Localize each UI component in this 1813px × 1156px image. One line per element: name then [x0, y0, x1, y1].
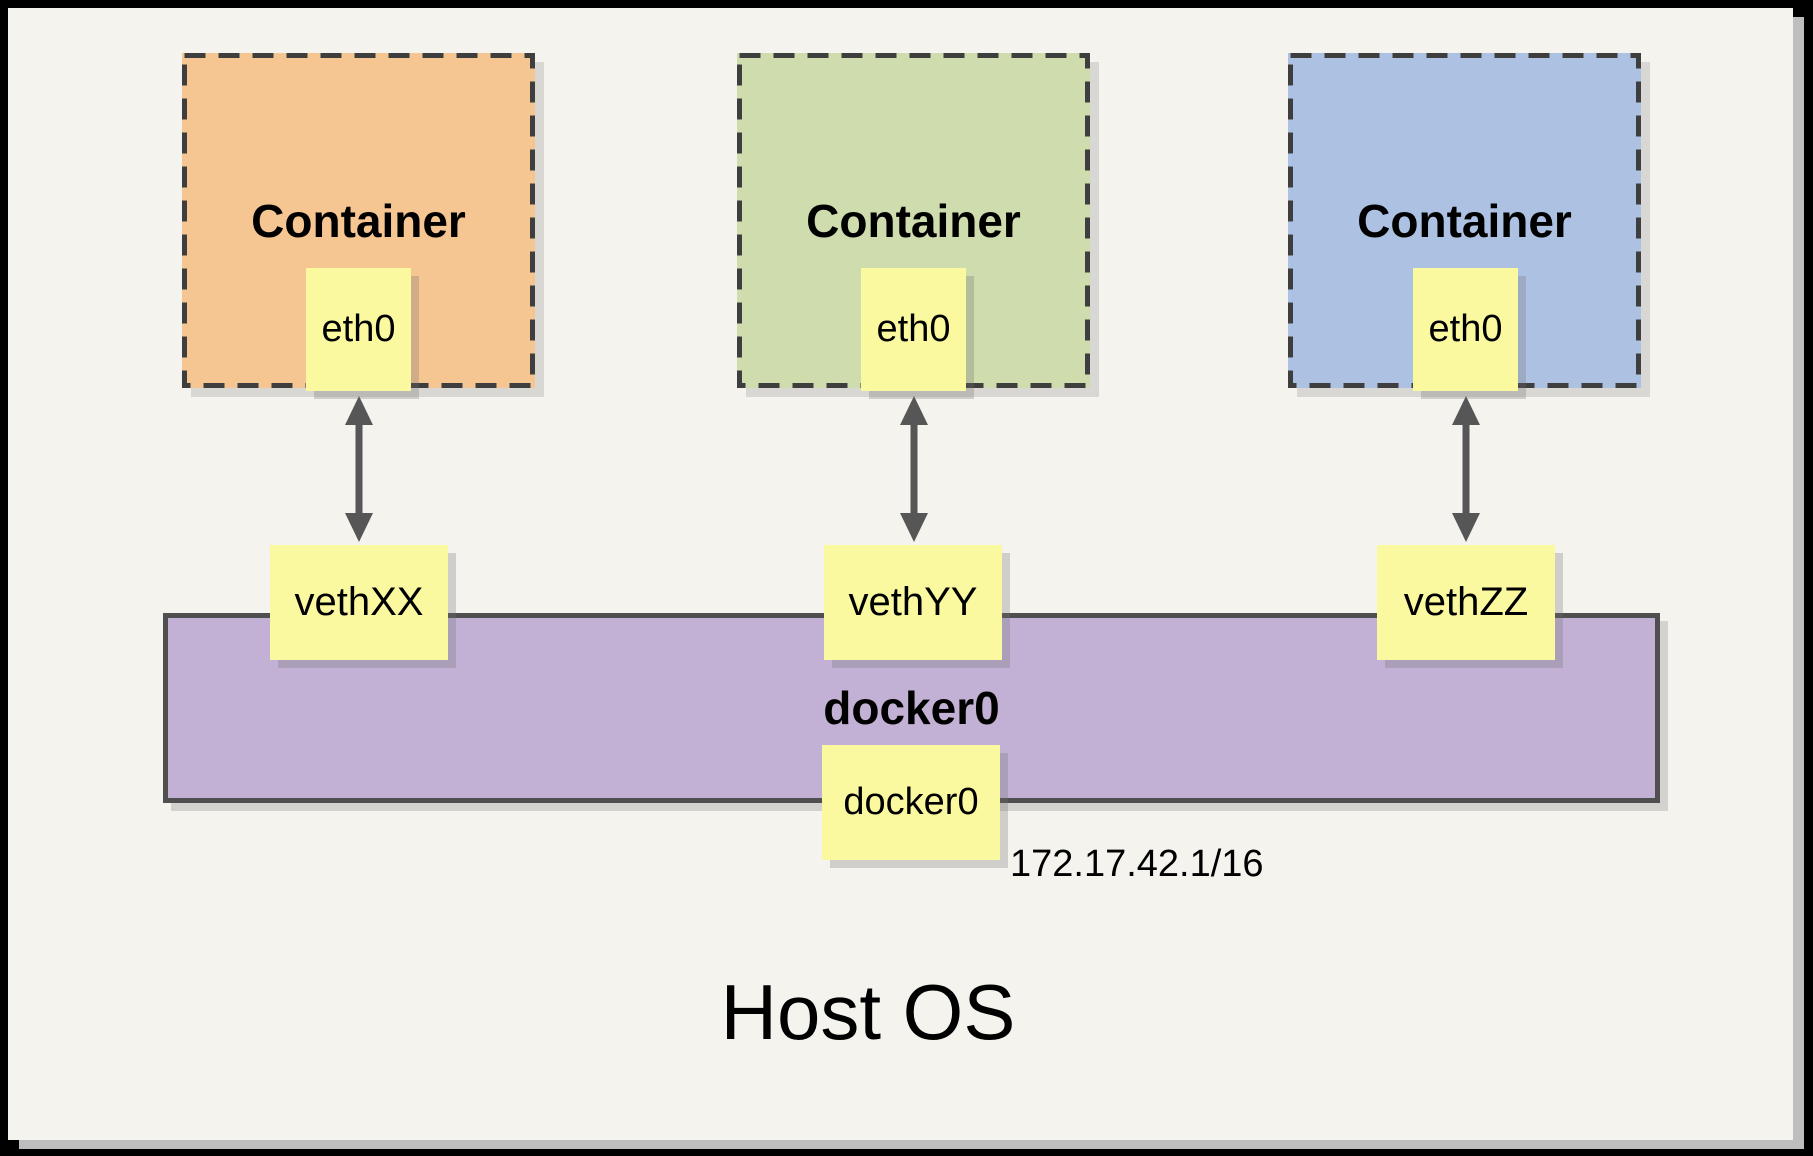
container-title: Container: [1357, 194, 1572, 247]
veth-interface-xx: vethXX: [270, 545, 448, 660]
veth-link-arrow-2: [900, 396, 928, 542]
bridge-ip-address: 172.17.42.1/16: [1010, 843, 1264, 885]
eth0-interface-1: eth0: [306, 268, 411, 391]
veth-link-arrow-1: [345, 396, 373, 542]
host-os-title: Host OS: [720, 968, 1016, 1056]
eth0-interface-2: eth0: [861, 268, 966, 391]
host-os-panel: Container Container Container eth0 eth0 …: [8, 8, 1793, 1140]
docker0-interface-note: docker0: [822, 745, 1000, 860]
docker0-bridge-label: docker0: [823, 682, 1000, 734]
container-title: Container: [806, 194, 1021, 247]
eth0-interface-3: eth0: [1413, 268, 1518, 391]
veth-link-arrow-3: [1452, 396, 1480, 542]
veth-interface-yy: vethYY: [824, 545, 1002, 660]
container-title: Container: [251, 194, 466, 247]
veth-interface-zz: vethZZ: [1377, 545, 1555, 660]
